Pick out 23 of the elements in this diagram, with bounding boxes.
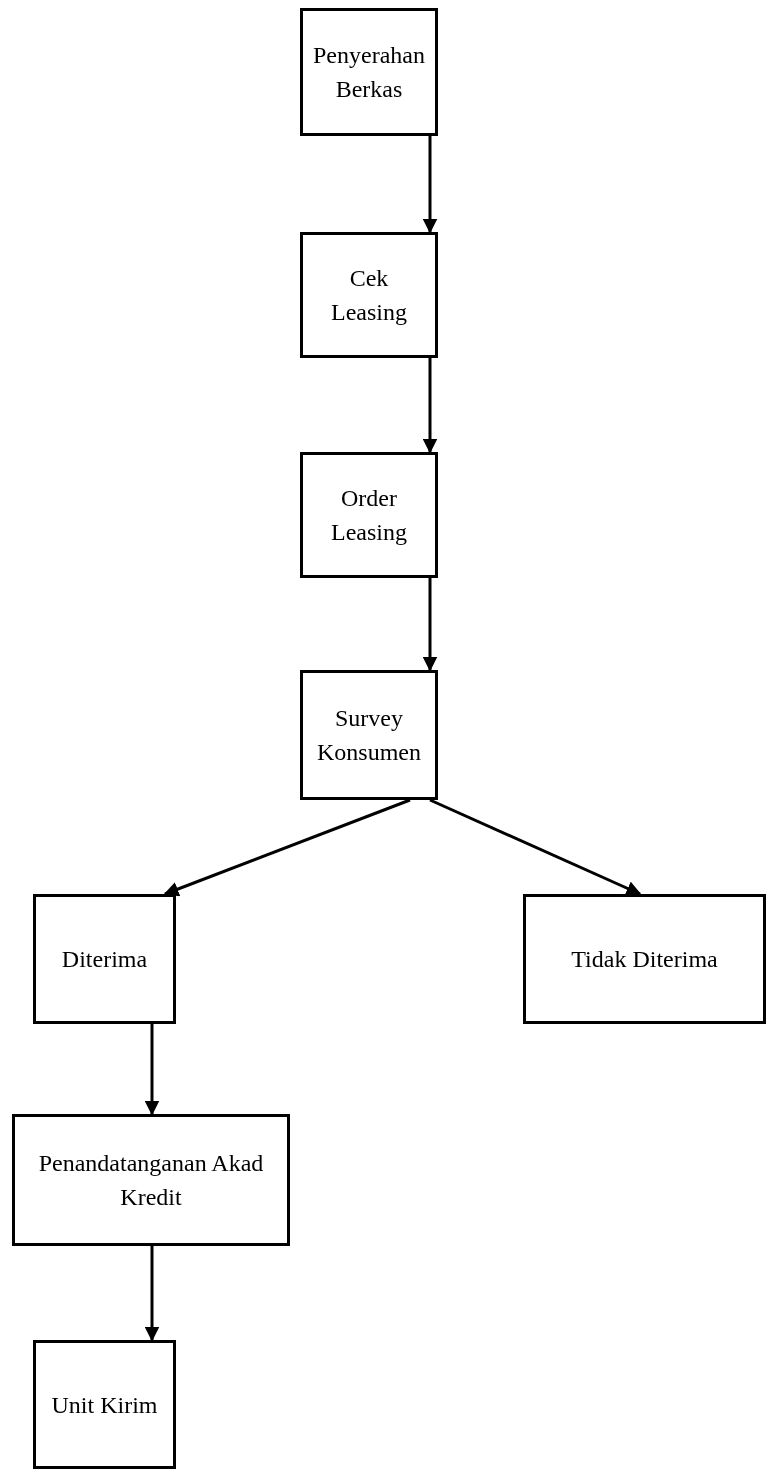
process-box xyxy=(300,8,438,136)
arrow xyxy=(144,1024,160,1116)
arrow xyxy=(422,358,438,454)
box-label: Penandatanganan Akad Kredit xyxy=(37,1149,265,1212)
box-label: Tidak Diterima xyxy=(570,945,719,974)
arrow xyxy=(429,798,642,896)
box-label: Survey Konsumen xyxy=(316,704,422,767)
box-label: Unit Kirim xyxy=(50,1390,159,1420)
arrow xyxy=(144,1246,160,1342)
arrow xyxy=(422,136,438,234)
box-label: Penyerahan Berkas xyxy=(312,41,426,104)
process-box xyxy=(12,1114,290,1246)
process-box xyxy=(300,670,438,800)
process-box xyxy=(33,1340,176,1469)
box-label: Order Leasing xyxy=(330,484,408,547)
process-box xyxy=(523,894,766,1024)
box-label: Cek Leasing xyxy=(330,264,408,327)
process-box xyxy=(300,232,438,358)
process-box xyxy=(300,452,438,578)
box-label: Diterima xyxy=(60,945,149,974)
process-box xyxy=(33,894,176,1024)
arrow xyxy=(163,798,411,897)
arrow xyxy=(422,578,438,672)
